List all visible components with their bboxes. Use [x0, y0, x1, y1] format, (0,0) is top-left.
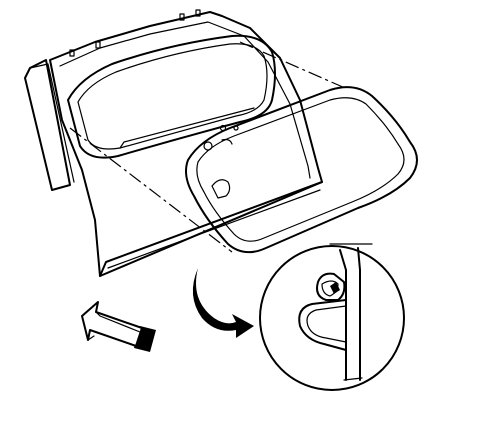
weatherstrip-seal — [185, 86, 418, 254]
detail-magnifier-circle — [259, 243, 405, 391]
liftgate-window — [67, 34, 276, 159]
direction-arrow — [81, 301, 156, 352]
body-pillar — [24, 59, 75, 191]
liftgate-body — [49, 9, 323, 277]
curved-callout-arrow — [192, 268, 254, 338]
leader-lines — [69, 41, 346, 253]
